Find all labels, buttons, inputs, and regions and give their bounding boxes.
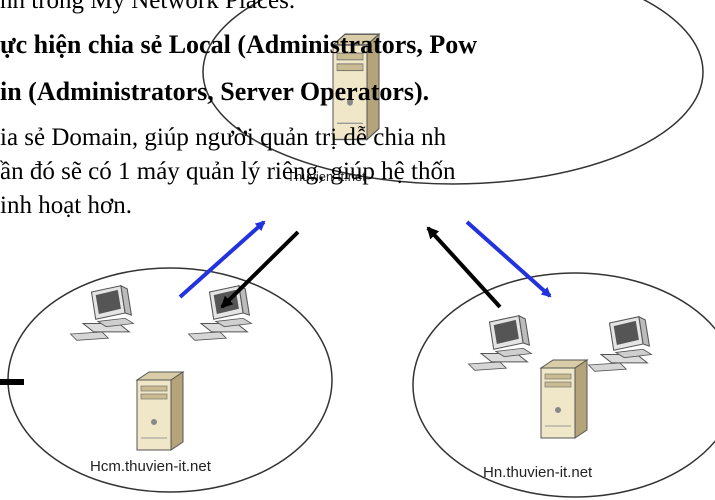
hn-domain-ellipse [412,272,715,498]
doc-line-3: in (Administrators, Server Operators). [0,77,430,106]
hn-to-root-arrow [426,226,502,309]
computer-icon [467,315,533,371]
computer-icon [69,285,135,341]
doc-line-2: ực hiện chia sẻ Local (Administrators, P… [0,30,478,59]
root-to-hn-arrow [465,220,552,298]
doc-line-4: ia sẻ Domain, giúp người quản trị dễ chi… [0,124,447,151]
computer-icon [587,316,653,372]
doc-line-6: inh hoạt hơn. [0,192,132,219]
doc-line-1: nh trong My Network Places. [0,0,296,14]
hcm-to-root-arrow [178,220,266,299]
computer-icon [187,285,253,341]
server-icon [136,371,184,451]
left-edge-bar [0,379,24,385]
hcm-domain-label: Hcm.thuvien-it.net [90,458,212,475]
doc-line-5: ần đó sẽ có 1 máy quản lý riêng, giúp hệ… [0,158,456,185]
root-domain-label: Thuvien-it.net [287,169,366,184]
server-icon [540,359,588,439]
hn-domain-label: Hn.thuvien-it.net [483,464,593,481]
root-to-hcm-arrow [220,230,300,309]
root-domain-ellipse [202,0,704,185]
